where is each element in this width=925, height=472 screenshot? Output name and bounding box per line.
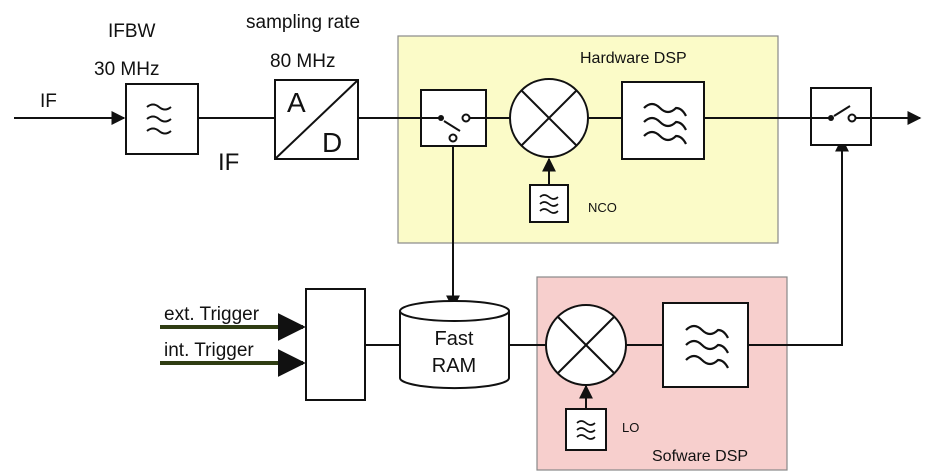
software-mixer-block	[545, 304, 627, 386]
hardware-filter-block	[621, 81, 705, 160]
ext-trigger-label: ext. Trigger	[164, 304, 260, 325]
ram-label-line1: Fast	[435, 328, 474, 350]
nco-block	[529, 184, 569, 223]
int-trigger-label: int. Trigger	[164, 340, 254, 361]
hardware-dsp-label: Hardware DSP	[580, 50, 687, 67]
ram-label-line2: RAM	[432, 355, 476, 377]
ifbw-value: 30 MHz	[94, 59, 159, 80]
tilde-stack-icon	[576, 420, 596, 440]
adc-block: A D	[274, 79, 359, 160]
output-switch-block	[810, 87, 872, 146]
if-input-label: IF	[40, 91, 57, 112]
lo-label: LO	[622, 420, 639, 435]
fast-ram-block: Fast RAM	[399, 300, 510, 390]
sampling-rate-value: 80 MHz	[270, 51, 335, 72]
tilde-stack-icon	[146, 103, 172, 135]
software-to-output-switch-line	[748, 137, 849, 346]
if-after-filter-label: IF	[218, 149, 239, 176]
sampling-rate-label: sampling rate	[246, 12, 360, 33]
if-filter-block	[125, 83, 199, 155]
tilde-stack-icon	[685, 324, 729, 369]
trigger-block	[305, 288, 366, 401]
hardware-switch-block	[420, 89, 487, 147]
tilde-stack-icon	[539, 194, 559, 214]
adc-d-label: D	[322, 127, 342, 158]
software-filter-block	[662, 302, 749, 388]
hardware-mixer-block	[509, 78, 589, 158]
adc-a-label: A	[287, 87, 306, 118]
software-dsp-label: Sofware DSP	[652, 448, 748, 465]
nco-label: NCO	[588, 200, 617, 215]
tilde-stack-icon	[643, 102, 687, 145]
ifbw-label: IFBW	[108, 21, 156, 42]
lo-block	[565, 408, 607, 451]
